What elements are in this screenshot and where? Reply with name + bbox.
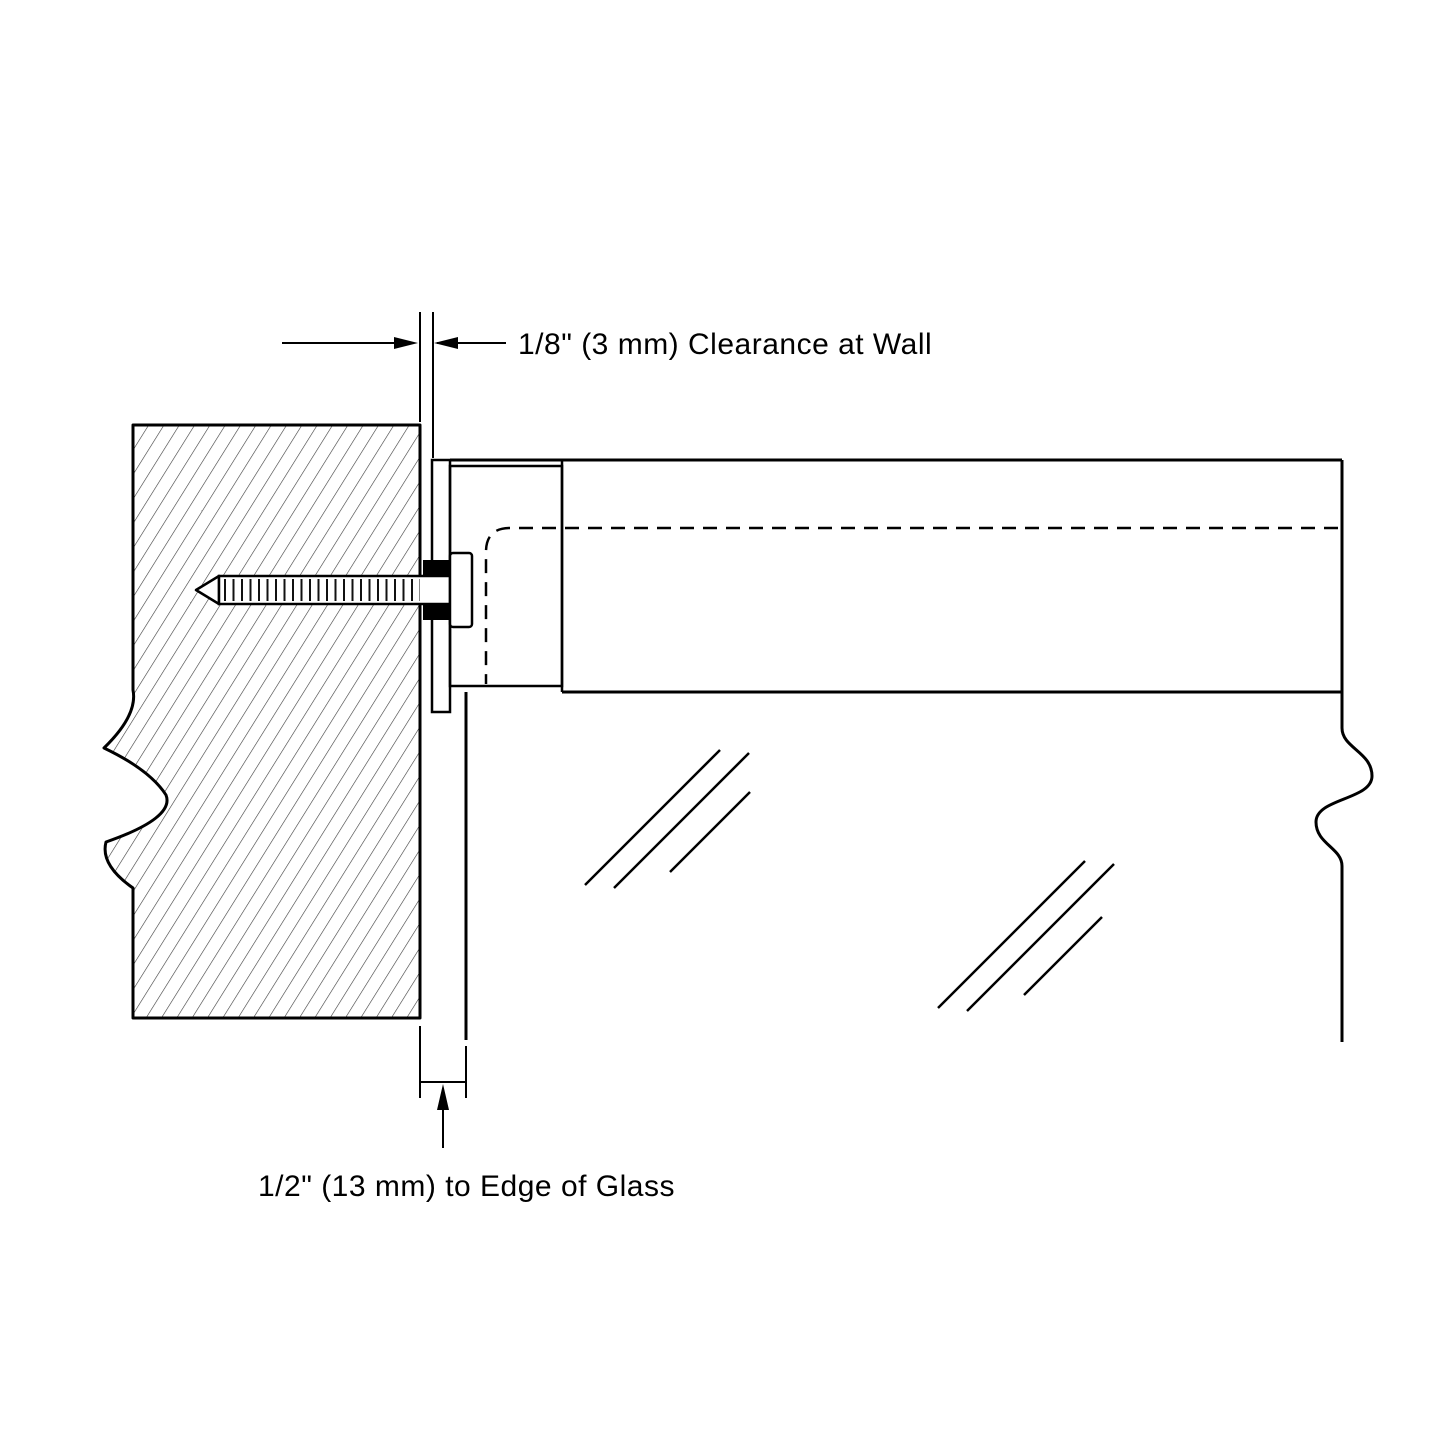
wall-outline xyxy=(102,423,422,1020)
arrowhead-left xyxy=(434,337,458,349)
screw-gasket-bottom xyxy=(423,604,450,620)
mounting-screw xyxy=(194,551,474,629)
screw-threads xyxy=(221,578,420,602)
top-dimension: 1/8" (3 mm) Clearance at Wall xyxy=(282,312,932,458)
bottom-dimension-label: 1/2" (13 mm) to Edge of Glass xyxy=(258,1170,675,1203)
arrowhead-up xyxy=(437,1084,449,1110)
header-channel xyxy=(448,458,1342,694)
glass-panel xyxy=(464,460,1374,1042)
top-dimension-label: 1/8" (3 mm) Clearance at Wall xyxy=(518,328,932,361)
glass-reflection-marks-1 xyxy=(584,749,751,889)
screw-head xyxy=(448,551,474,629)
wall-hatching xyxy=(104,425,420,1018)
screw-gasket-top xyxy=(423,560,450,576)
glass-reflection-marks-2 xyxy=(937,860,1115,1012)
wall-section xyxy=(102,423,422,1020)
arrowhead-right xyxy=(394,337,418,349)
right-break-line xyxy=(1314,460,1374,1042)
hidden-glass-edge-dashed xyxy=(484,526,1338,684)
bottom-dimension: 1/2" (13 mm) to Edge of Glass xyxy=(258,1026,675,1203)
